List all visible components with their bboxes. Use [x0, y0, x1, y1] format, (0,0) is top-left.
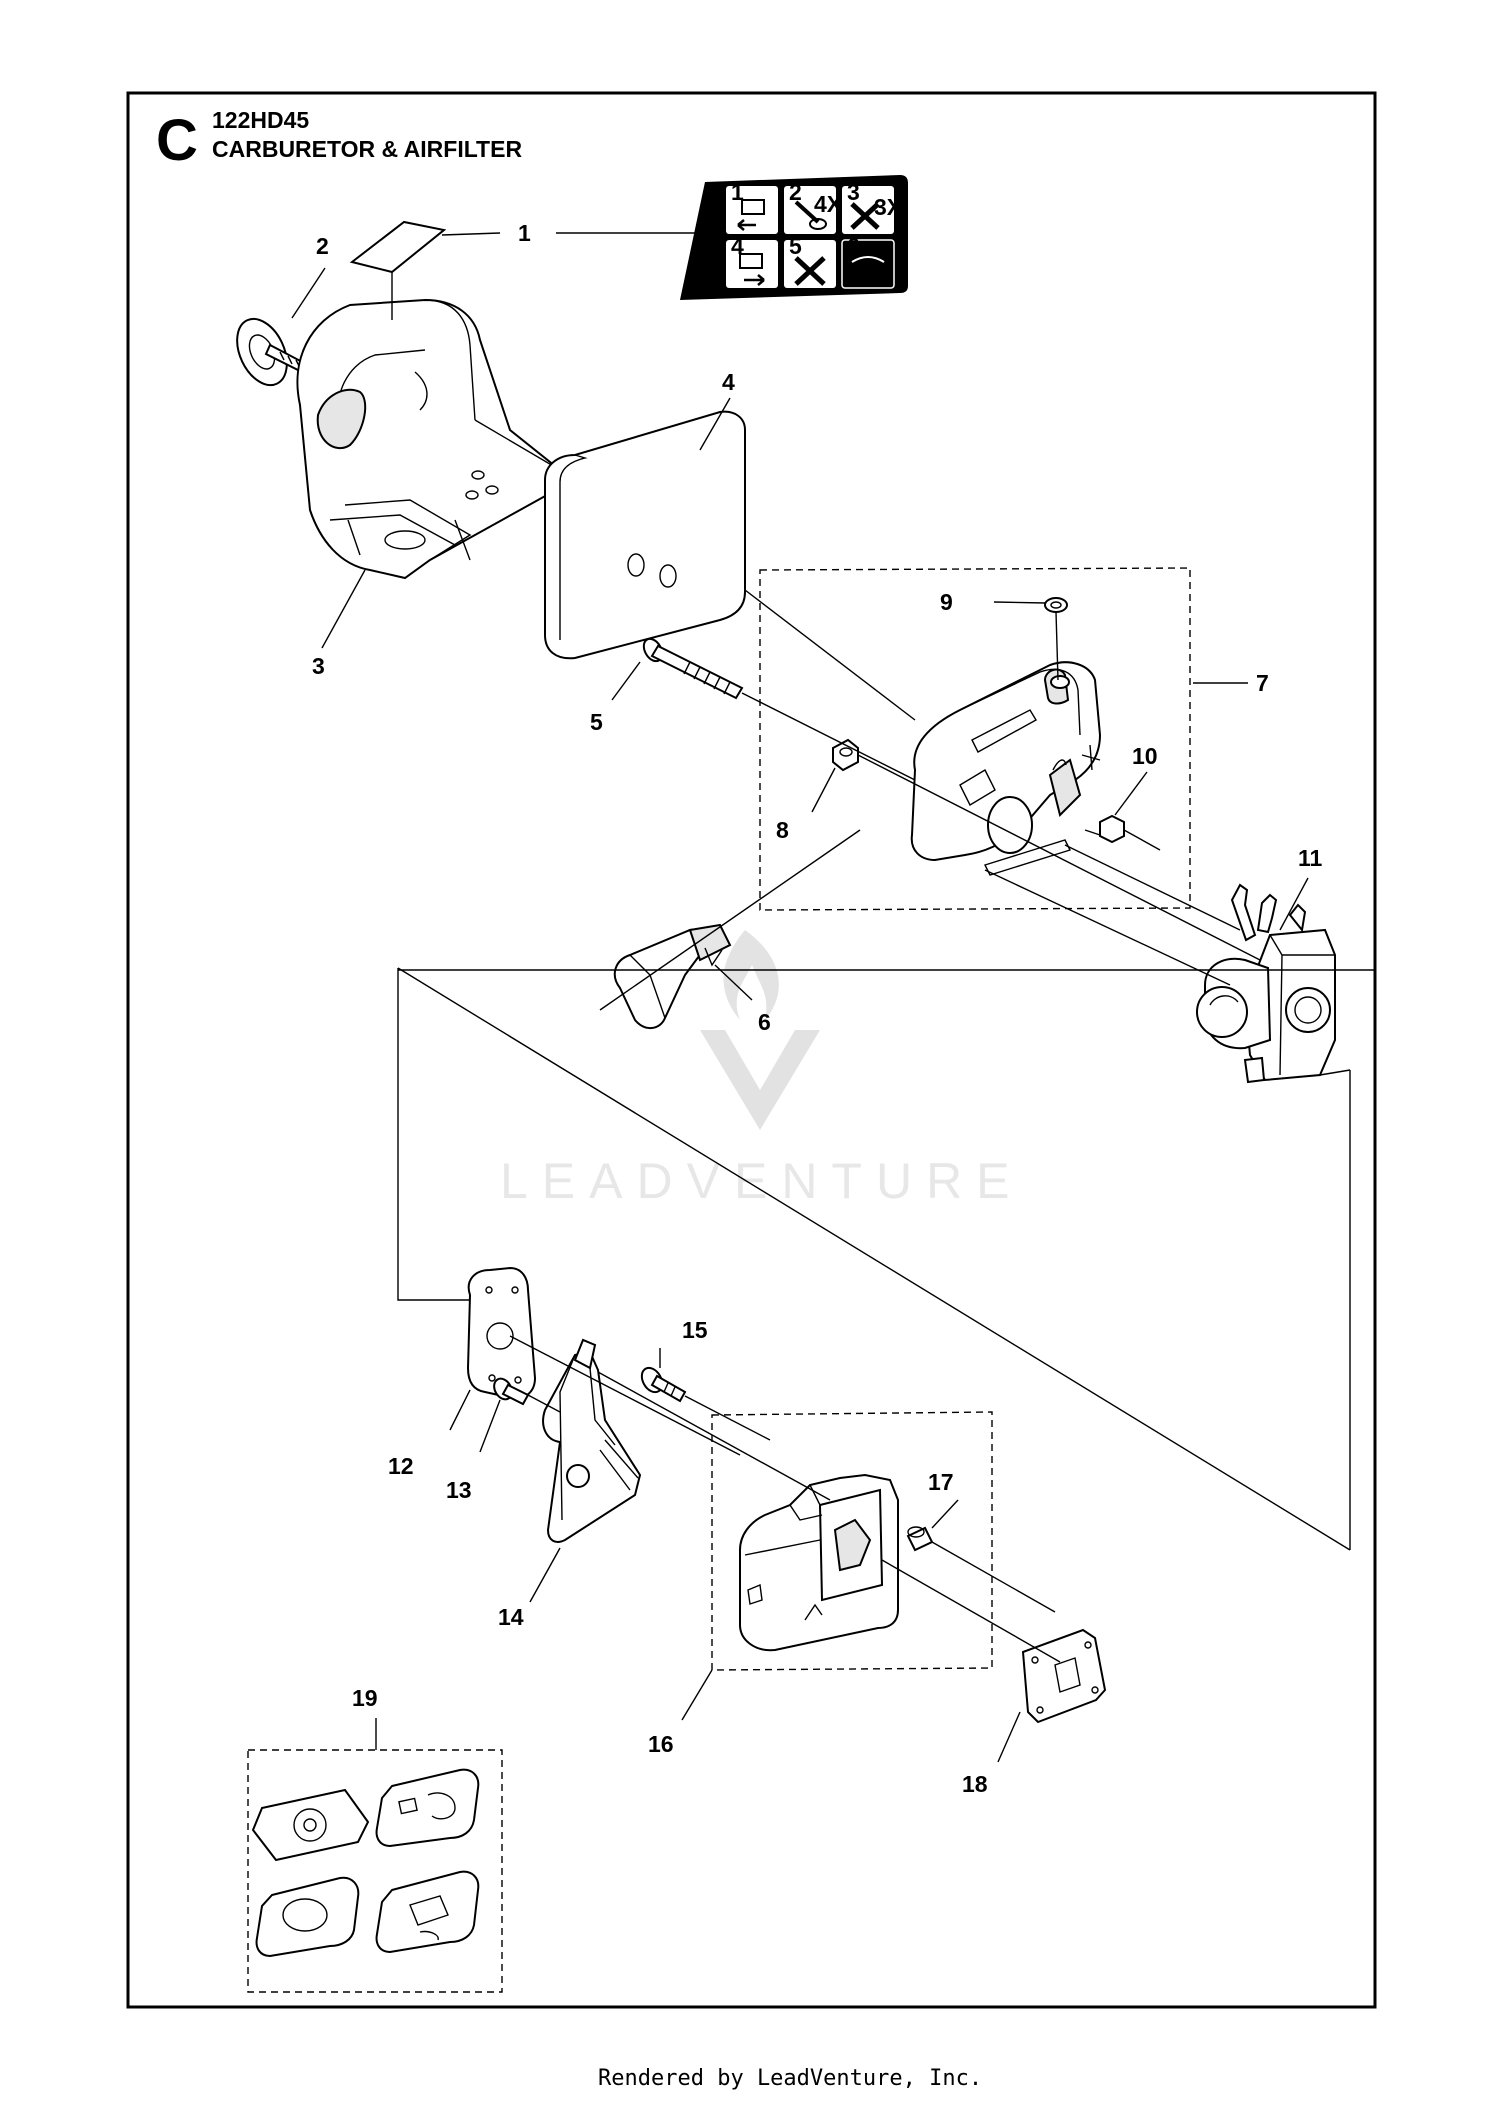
part-14-bracket: [542, 1338, 642, 1543]
diagram-title: CARBURETOR & AIRFILTER: [212, 136, 522, 162]
decal-tile-4: 4: [726, 233, 778, 288]
decal-tile-5: 5: [784, 233, 836, 288]
part-11-carburetor: [1196, 883, 1351, 1084]
part-1-label: [349, 220, 447, 274]
callout-9: 9: [940, 589, 953, 615]
svg-text:3X: 3X: [874, 194, 903, 220]
footer-credit: Rendered by LeadVenture, Inc.: [598, 2066, 982, 2091]
part-19-gasket-kit: [251, 1768, 480, 1958]
part-12-plate: [466, 1266, 537, 1400]
callout-13: 13: [446, 1477, 472, 1503]
part-2-knob: [236, 317, 310, 387]
callout-14: 14: [498, 1604, 524, 1630]
section-letter: C: [156, 108, 198, 173]
callout-7: 7: [1256, 670, 1269, 696]
callout-8: 8: [776, 817, 789, 843]
callout-3: 3: [312, 653, 325, 679]
kit-gasket-2: [375, 1768, 480, 1848]
part-7-filter-holder: [910, 661, 1102, 876]
callout-4: 4: [722, 369, 735, 395]
callout-11: 11: [1298, 845, 1323, 871]
model-number: 122HD45: [212, 107, 309, 133]
svg-text:2: 2: [789, 179, 802, 205]
part-4-foam-filter: [544, 410, 746, 660]
callout-6: 6: [758, 1009, 771, 1035]
part-16-intake-body: [739, 1473, 899, 1652]
kit-gasket-4: [375, 1870, 480, 1954]
decal-tile-3: 3 3X: [842, 179, 903, 234]
part-6-choke-lever: [613, 923, 732, 1029]
svg-text:3: 3: [847, 179, 860, 205]
svg-text:4: 4: [731, 233, 744, 259]
svg-text:1: 1: [731, 179, 744, 205]
callout-18: 18: [962, 1771, 988, 1797]
part-18-gasket: [1021, 1628, 1107, 1724]
callout-1: 1: [518, 220, 531, 246]
watermark-flame-icon: [723, 930, 779, 1020]
part-19-kit-box: [247, 1749, 503, 1993]
callout-12: 12: [388, 1453, 414, 1479]
kit-gasket-3: [255, 1876, 360, 1958]
svg-text:5: 5: [789, 233, 802, 259]
svg-text:-X: -X: [854, 261, 878, 287]
callout-numbers: 1 2 3 4 5 6 7 8 9 10 11 12 13 14 15 16 1…: [312, 220, 1323, 1797]
part-15-bolt: [640, 1366, 687, 1403]
callout-5: 5: [590, 709, 603, 735]
callout-pointers: [291, 232, 1309, 1763]
decal-tile-1: 1: [726, 179, 778, 234]
assembly-lines: [397, 589, 1375, 1663]
callout-16: 16: [648, 1731, 674, 1757]
diagram-frame: [126, 91, 1377, 2009]
part-7-group-box: [759, 567, 1191, 911]
callout-19: 19: [352, 1685, 378, 1711]
part-13-screw: [493, 1377, 530, 1406]
decal-tile-2: 2 4X: [784, 179, 843, 234]
part-3-filter-cover: [296, 298, 567, 580]
watermark-v-icon: [700, 1030, 820, 1130]
watermark: LEADVENTURE: [500, 930, 1024, 1209]
callout-2: 2: [316, 233, 329, 259]
part-10-nut: [1084, 814, 1125, 844]
decal-tile-6: 6 -X: [841, 233, 895, 289]
part-9-washer: [1044, 597, 1068, 613]
svg-text:6: 6: [847, 233, 860, 259]
svg-text:4X: 4X: [814, 191, 843, 217]
watermark-text: LEADVENTURE: [500, 1153, 1024, 1209]
part-16-group-box: [711, 1411, 993, 1671]
decal-instruction-label: 1 2 4X 3 3X 4 5 6: [680, 175, 908, 300]
callout-15: 15: [682, 1317, 708, 1343]
part-5-bolt: [642, 637, 744, 700]
kit-diaphragm-1: [251, 1788, 370, 1862]
callout-10: 10: [1132, 743, 1158, 769]
callout-17: 17: [928, 1469, 954, 1495]
part-17-pin: [906, 1526, 934, 1552]
